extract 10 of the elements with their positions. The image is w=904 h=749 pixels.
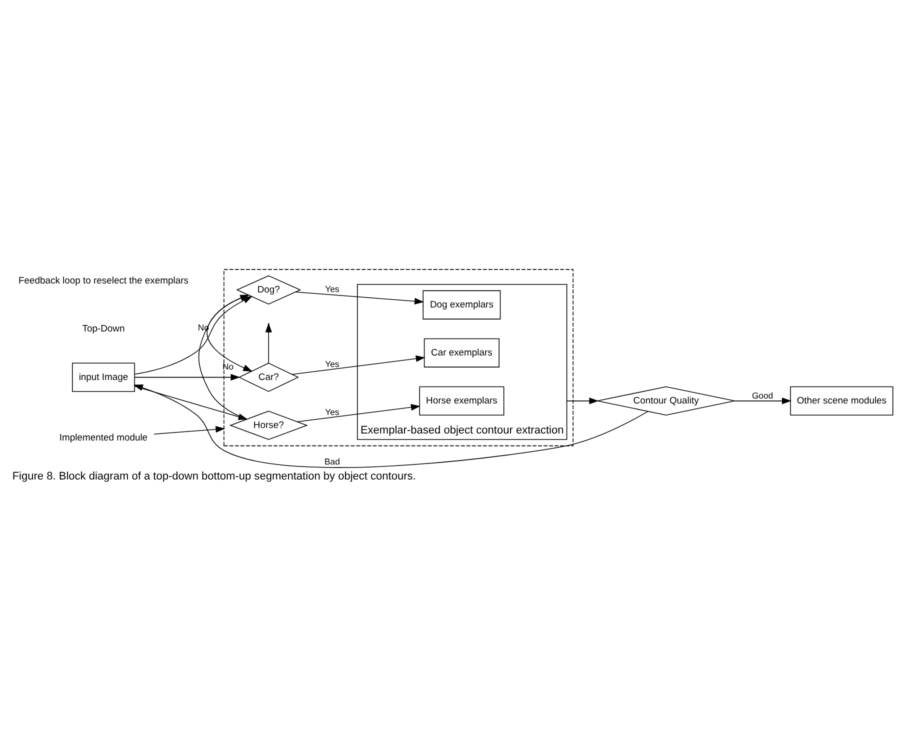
label: Top-Down: [82, 324, 124, 335]
edge-label: Yes: [324, 284, 339, 294]
label: Feedback loop to reselect the exemplars: [18, 276, 188, 287]
edge-label: Yes: [324, 358, 339, 369]
caption: Figure 8. Block diagram of a top-down bottom-up segmentation by object contours.: [12, 470, 416, 483]
edge-label: Good: [751, 390, 773, 400]
edge-label: No: [222, 362, 234, 372]
node-text: Implemented module: [58, 432, 148, 444]
edge-label: Bad: [324, 456, 340, 467]
edge-label: Yes: [324, 406, 339, 417]
